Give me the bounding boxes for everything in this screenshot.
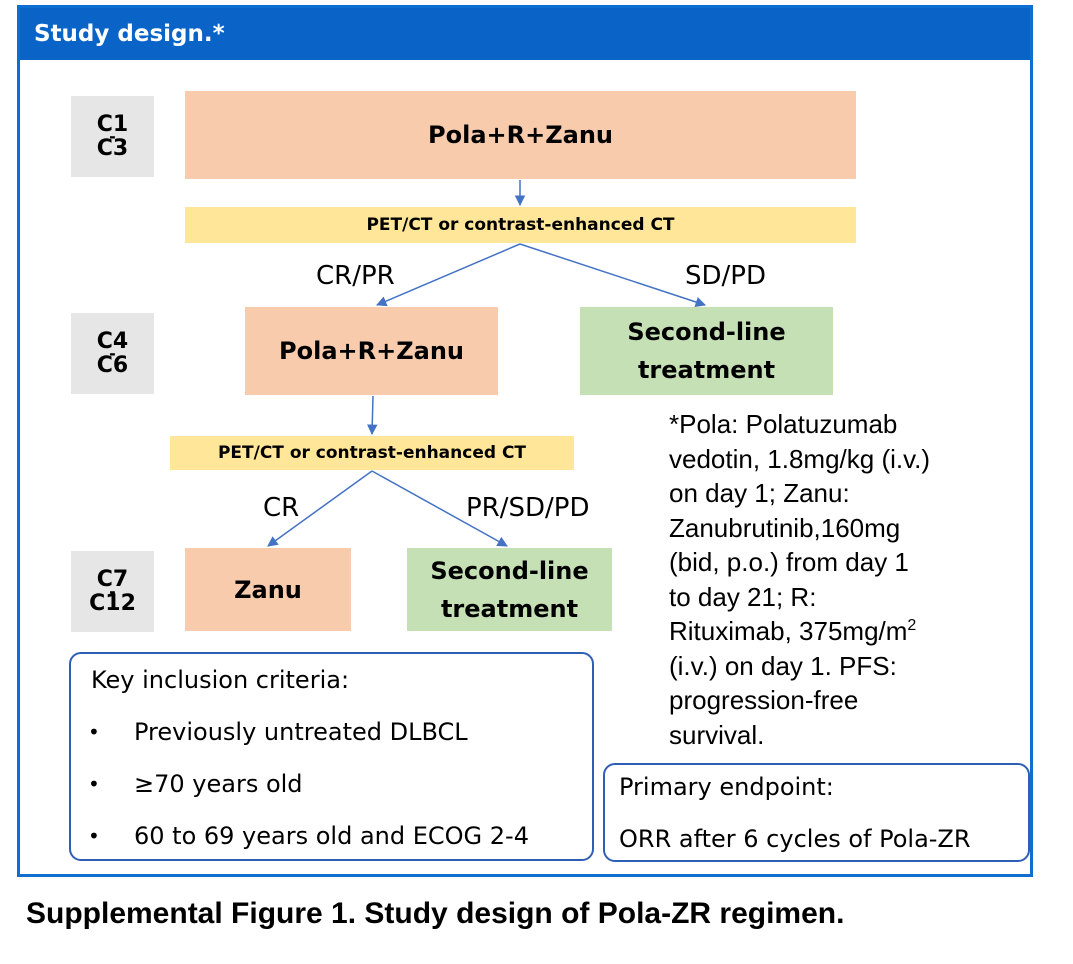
- cycle-label-c1-c3: C1 - C3: [71, 96, 154, 177]
- cycle-dash: -: [109, 343, 116, 363]
- footnote-line: to day 21; R:: [669, 581, 817, 612]
- criteria-text: 60 to 69 years old and ECOG 2-4: [134, 822, 529, 850]
- cycle-start: C1: [96, 111, 129, 137]
- second-line-box-2: Second-line treatment: [407, 548, 612, 631]
- assessment-box-1: PET/CT or contrast-enhanced CT: [185, 207, 856, 243]
- second-line-text: treatment: [440, 594, 579, 623]
- inclusion-criteria-box: Key inclusion criteria: • Previously unt…: [69, 652, 594, 861]
- regimen-box-3: Zanu: [185, 548, 351, 631]
- second-line-box-1: Second-line treatment: [580, 307, 833, 395]
- assessment-box-2: PET/CT or contrast-enhanced CT: [170, 436, 574, 470]
- bullet: •: [88, 772, 100, 796]
- cycle-label-c7-c12: C7 - C12: [71, 551, 154, 632]
- footnote-line-with-superscript: Rituximab, 375mg/m2: [669, 614, 1019, 649]
- footnote-line: on day 1; Zanu:: [669, 478, 850, 508]
- footnote-text: Rituximab, 375mg/m: [669, 616, 908, 646]
- criteria-item: • ≥70 years old: [88, 770, 303, 798]
- cycle-end: C12: [89, 590, 136, 616]
- arrow-to-second-line-1: [519, 243, 706, 308]
- footnote-line: *Pola: Polatuzumab: [669, 409, 898, 439]
- footnote-line: Zanubrutinib,160mg: [669, 512, 901, 543]
- cycle-dash: -: [109, 581, 116, 601]
- footnote-line: progression-free: [669, 685, 859, 715]
- footnote-line: vedotin, 1.8mg/kg (i.v.): [669, 443, 931, 474]
- branch-label-pr-sd-pd: PR/SD/PD: [466, 493, 590, 523]
- criteria-item: • Previously untreated DLBCL: [88, 718, 468, 746]
- second-line-text: treatment: [637, 356, 776, 384]
- cycle-end: C3: [96, 135, 129, 161]
- cycle-label-c4-c6: C4 - C6: [71, 313, 154, 394]
- footnote-line: (i.v.) on day 1. PFS:: [669, 650, 897, 681]
- footnote: *Pola: Polatuzumab vedotin, 1.8mg/kg (i.…: [669, 407, 1019, 752]
- panel-title: Study design.*: [20, 8, 1030, 60]
- arrow-to-second-line-2: [371, 470, 508, 547]
- branch-label-cr: CR: [263, 493, 300, 523]
- primary-endpoint-box: Primary endpoint: ORR after 6 cycles of …: [603, 763, 1030, 862]
- footnote-line: survival.: [669, 719, 765, 750]
- bullet: •: [88, 720, 100, 744]
- criteria-text: ≥70 years old: [134, 770, 303, 798]
- regimen-box-2: Pola+R+Zanu: [245, 307, 498, 395]
- branch-label-cr-pr: CR/PR: [316, 261, 395, 291]
- footnote-line: (bid, p.o.) from day 1: [669, 547, 909, 577]
- cycle-start: C4: [96, 328, 129, 354]
- cycle-end: C6: [96, 352, 129, 378]
- primary-endpoint-title: Primary endpoint:: [619, 773, 834, 801]
- cycle-start: C7: [96, 566, 129, 592]
- bullet: •: [88, 824, 100, 848]
- primary-endpoint-text: ORR after 6 cycles of Pola-ZR: [619, 825, 971, 853]
- second-line-text: Second-line: [430, 556, 589, 585]
- footnote-superscript: 2: [907, 617, 917, 634]
- arrow-to-assessment-2: [367, 395, 378, 436]
- criteria-text: Previously untreated DLBCL: [134, 718, 468, 746]
- criteria-item: • 60 to 69 years old and ECOG 2-4: [88, 822, 529, 850]
- branch-label-sd-pd: SD/PD: [685, 261, 766, 291]
- arrow-to-regimen-3: [267, 470, 373, 547]
- cycle-dash: -: [109, 126, 116, 146]
- figure-caption: Supplemental Figure 1. Study design of P…: [26, 897, 845, 930]
- regimen-box-1: Pola+R+Zanu: [185, 91, 856, 179]
- second-line-text: Second-line: [627, 318, 786, 346]
- inclusion-criteria-title: Key inclusion criteria:: [91, 666, 350, 694]
- arrow-to-regimen-2: [376, 243, 521, 307]
